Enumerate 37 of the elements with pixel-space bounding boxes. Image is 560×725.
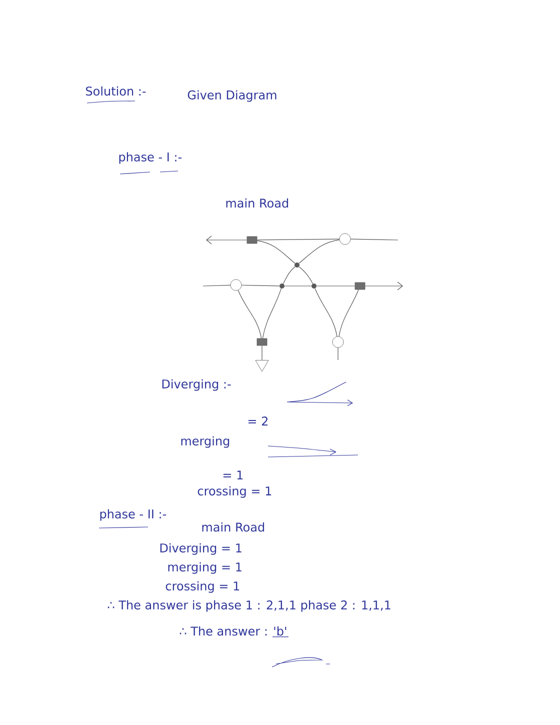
note-text: = 2 xyxy=(248,416,268,426)
heading-text: Solution :- xyxy=(86,86,146,96)
note-text: Diverging = 1 xyxy=(160,543,242,555)
road-line xyxy=(256,238,340,240)
note-text: Given Diagram xyxy=(188,90,276,102)
curved-road xyxy=(262,288,282,339)
road-label: main Road xyxy=(202,522,264,532)
curved-road xyxy=(256,240,296,264)
circle-marker xyxy=(339,233,351,245)
note-text: crossing = 1 xyxy=(198,486,272,498)
road-arrow xyxy=(364,282,403,290)
curved-road xyxy=(314,288,338,337)
note-text: merging xyxy=(181,436,230,448)
answer-text: ∴ The answer : 'b' xyxy=(180,626,286,636)
answer-text: ∴ The answer is phase 1 : 2,1,1 phase 2 : 1,1,1 xyxy=(108,600,390,612)
note-text: phase - I :- xyxy=(119,152,182,164)
curved-road xyxy=(338,289,359,337)
curved-road xyxy=(282,266,296,284)
road-line xyxy=(241,284,280,286)
curved-road xyxy=(298,266,314,284)
road-line xyxy=(202,284,231,286)
square-marker xyxy=(256,338,268,346)
note-text: crossing = 1 xyxy=(166,581,240,593)
triangle-marker xyxy=(255,360,269,372)
note-text: phase - II :- xyxy=(100,509,166,521)
square-marker xyxy=(354,282,366,290)
road-arrow xyxy=(206,236,248,244)
curved-road xyxy=(238,290,262,339)
square-marker xyxy=(246,236,258,244)
circle-marker xyxy=(230,279,242,291)
road-line xyxy=(350,238,398,240)
circle-marker xyxy=(332,336,344,348)
note-text: Diverging :- xyxy=(162,379,231,391)
note-text: merging = 1 xyxy=(168,562,242,574)
note-text: = 1 xyxy=(223,470,243,480)
road-label: main Road xyxy=(226,198,288,208)
curved-road xyxy=(298,240,340,264)
